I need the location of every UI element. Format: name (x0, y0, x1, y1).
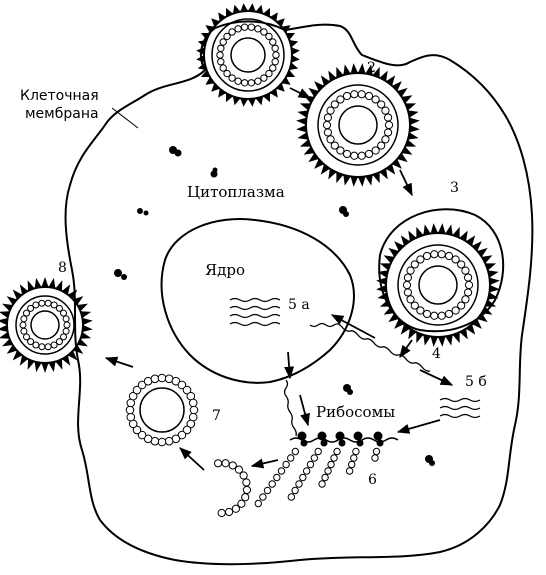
cell-membrane (64, 20, 534, 566)
cytoplasm-particles (114, 146, 435, 466)
step-5a: 5 а (288, 297, 310, 313)
arrows (104, 87, 454, 471)
virus-budding (0, 277, 93, 373)
nucleus (160, 218, 355, 384)
capsid-partial (213, 459, 252, 518)
step-7: 7 (212, 408, 221, 424)
step-6: 6 (368, 472, 377, 488)
nucleus-label: Ядро (205, 261, 245, 279)
membrane-leader (111, 107, 139, 129)
mrna-5b (439, 397, 481, 419)
cytoplasm-label: Цитоплазма (187, 183, 285, 201)
virus-attaching (196, 3, 300, 107)
capsid-assembled (125, 373, 199, 447)
membrane-label-1: Клеточная (20, 88, 99, 104)
step-8: 8 (58, 260, 67, 276)
step-3: 3 (450, 180, 459, 196)
ribosomes (297, 431, 384, 447)
membrane-label-2: мембрана (25, 106, 99, 122)
step-5b: 5 б (465, 374, 487, 390)
protein-chains (254, 447, 381, 508)
step-4: 4 (432, 346, 441, 362)
ribosomes-label: Рибосомы (316, 403, 395, 421)
rna-strand-down (283, 379, 297, 437)
step-2: 2 (367, 60, 376, 76)
mrna-5a (229, 297, 281, 327)
virus-in-vesicle (376, 208, 505, 347)
virus-endocytosis (296, 63, 420, 187)
rna-strand (309, 322, 431, 372)
